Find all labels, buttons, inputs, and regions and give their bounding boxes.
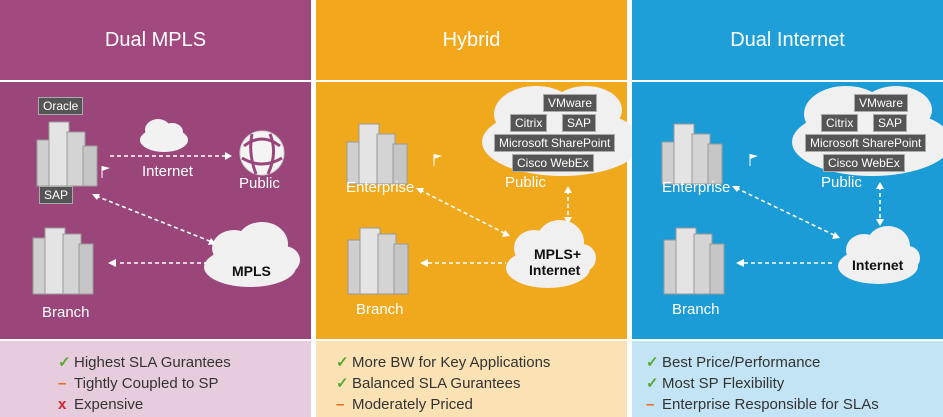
sap-tag: SAP <box>39 186 74 204</box>
app-tag-citrix: Citrix <box>510 114 548 132</box>
column-hybrid: Hybrid <box>316 0 642 417</box>
column-header: Hybrid <box>316 0 627 80</box>
feature-text: Tightly Coupled to SP <box>74 375 219 392</box>
dash-icon: – <box>336 396 345 413</box>
cloud-label: MPLS <box>232 263 271 279</box>
dash-icon: – <box>58 375 67 392</box>
connection-arrows <box>92 152 232 267</box>
feature-item: –Enterprise Responsible for SLAs <box>632 394 943 415</box>
public-label: Public <box>505 174 546 191</box>
cloud-label-line2: Internet <box>529 262 581 278</box>
mpls-internet-cloud-icon <box>506 220 596 288</box>
column-dual-internet: Dual Internet <box>632 0 943 417</box>
column-dual-mpls: Dual MPLS <box>0 0 311 417</box>
app-tag-vmware: VMware <box>543 94 598 112</box>
feature-item: ✓More BW for Key Applications <box>316 352 627 373</box>
feature-text: Balanced SLA Gurantees <box>352 375 521 392</box>
check-icon: ✓ <box>58 354 71 371</box>
app-tag-sharepoint: Microsoft SharePoint <box>805 134 927 152</box>
feature-text: Best Price/Performance <box>662 354 821 371</box>
check-icon: ✓ <box>336 375 349 392</box>
feature-item: –Tightly Coupled to SP <box>0 373 311 394</box>
check-icon: ✓ <box>646 354 659 371</box>
diagram-graphics <box>32 119 300 295</box>
feature-list-panel: ✓Highest SLA Gurantees –Tightly Coupled … <box>0 341 311 417</box>
flag-icon <box>749 154 758 166</box>
app-tag-citrix: Citrix <box>821 114 859 132</box>
cloud-label: Internet <box>852 257 904 273</box>
branch-building-icon <box>347 227 409 295</box>
app-tag-sap: SAP <box>562 114 597 132</box>
enterprise-building-icon <box>661 123 723 185</box>
feature-list: ✓Highest SLA Gurantees –Tightly Coupled … <box>0 341 311 415</box>
app-tag-sharepoint: Microsoft SharePoint <box>494 134 616 152</box>
enterprise-label: Enterprise <box>346 179 415 196</box>
app-tag-sap: SAP <box>873 114 908 132</box>
column-title: Dual Internet <box>730 28 845 51</box>
public-label: Public <box>239 175 280 192</box>
globe-icon <box>239 130 285 176</box>
feature-item: ✓Most SP Flexibility <box>632 373 943 394</box>
check-icon: ✓ <box>646 375 659 392</box>
feature-text: Moderately Priced <box>352 396 473 413</box>
diagram-area: VMware Citrix SAP Microsoft SharePoint C… <box>632 82 943 339</box>
feature-text: Expensive <box>74 396 144 413</box>
feature-item: –Moderately Priced <box>316 394 627 415</box>
app-tag-vmware: VMware <box>854 94 909 112</box>
app-tag-webex: Cisco WebEx <box>512 154 594 172</box>
app-tag-webex: Cisco WebEx <box>823 154 905 172</box>
feature-text: Highest SLA Gurantees <box>74 354 231 371</box>
internet-cloud-icon <box>838 226 920 284</box>
branch-label: Branch <box>672 301 720 318</box>
dash-icon: – <box>646 396 655 413</box>
column-title: Dual MPLS <box>104 28 207 51</box>
column-header: Dual MPLS <box>0 0 311 80</box>
branch-building-icon <box>32 227 94 295</box>
cloud-label-line1: MPLS+ <box>534 246 582 262</box>
column-header: Dual Internet <box>632 0 943 80</box>
connection-arrows <box>416 186 572 267</box>
branch-building-icon <box>663 227 725 295</box>
diagram-area: Oracle SAP Internet Public Branch MPLS <box>0 82 311 339</box>
diagram-area: VMware Citrix SAP Microsoft SharePoint C… <box>316 82 642 339</box>
flag-icon <box>433 154 442 166</box>
column-title: Hybrid <box>442 28 501 51</box>
feature-item: x Expensive <box>0 394 311 415</box>
feature-list-panel: ✓More BW for Key Applications ✓Balanced … <box>316 341 627 417</box>
oracle-tag: Oracle <box>38 97 84 115</box>
branch-label: Branch <box>42 304 90 321</box>
cross-icon: x <box>58 396 67 413</box>
public-label: Public <box>821 174 862 191</box>
feature-text: Enterprise Responsible for SLAs <box>662 396 879 413</box>
feature-list-panel: ✓Best Price/Performance ✓Most SP Flexibi… <box>632 341 943 417</box>
headquarters-building-icon <box>36 121 98 187</box>
feature-list: ✓More BW for Key Applications ✓Balanced … <box>316 341 627 415</box>
branch-label: Branch <box>356 301 404 318</box>
feature-text: Most SP Flexibility <box>662 375 785 392</box>
mpls-cloud-icon <box>204 222 300 287</box>
feature-item: ✓Balanced SLA Gurantees <box>316 373 627 394</box>
enterprise-building-icon <box>346 123 408 185</box>
feature-item: ✓Highest SLA Gurantees <box>0 352 311 373</box>
feature-text: More BW for Key Applications <box>352 354 551 371</box>
enterprise-label: Enterprise <box>662 179 731 196</box>
check-icon: ✓ <box>336 354 349 371</box>
feature-item: ✓Best Price/Performance <box>632 352 943 373</box>
connection-arrows <box>732 182 884 267</box>
feature-list: ✓Best Price/Performance ✓Most SP Flexibi… <box>632 341 943 415</box>
internet-label: Internet <box>142 163 193 180</box>
flag-icon <box>101 166 110 178</box>
internet-cloud-icon <box>140 119 188 152</box>
